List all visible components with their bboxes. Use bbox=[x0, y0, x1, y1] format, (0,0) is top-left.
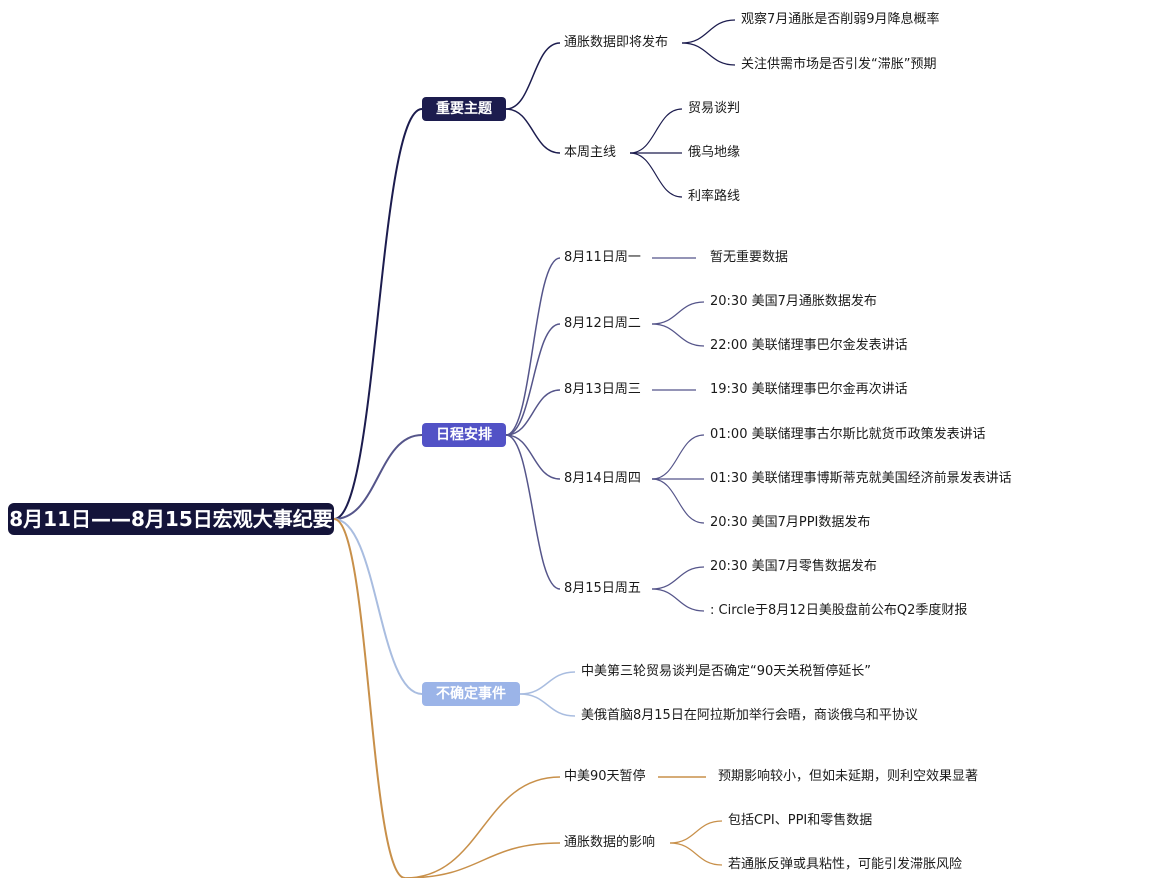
schedule-item[interactable]: 20:30 美国7月通胀数据发布 bbox=[710, 294, 877, 309]
impact-detail[interactable]: 包括CPI、PPI和零售数据 bbox=[728, 813, 873, 828]
impact-us-china-pause[interactable]: 中美90天暂停 bbox=[564, 769, 646, 784]
theme-inflation-detail-1[interactable]: 观察7月通胀是否削弱9月降息概率 bbox=[741, 12, 940, 27]
connector-topic-child bbox=[519, 671, 576, 695]
schedule-item[interactable]: 20:30 美国7月零售数据发布 bbox=[710, 559, 877, 574]
connector-leaf bbox=[681, 19, 736, 44]
schedule-item[interactable]: 20:30 美国7月PPI数据发布 bbox=[710, 515, 871, 530]
main-line-trade[interactable]: 贸易谈判 bbox=[688, 101, 741, 116]
connector-leaf bbox=[651, 434, 705, 480]
connector-topic-child bbox=[505, 257, 561, 436]
schedule-item[interactable]: 22:00 美联储理事巴尔金发表讲话 bbox=[710, 338, 908, 353]
main-line-geopolitics[interactable]: 俄乌地缘 bbox=[688, 145, 741, 160]
connector-topic-child bbox=[404, 776, 561, 878]
connector-leaf bbox=[629, 152, 683, 198]
connector-topic-child bbox=[505, 42, 561, 110]
schedule-day-tue[interactable]: 8月12日周二 bbox=[564, 316, 641, 331]
connector-leaf bbox=[651, 323, 705, 347]
connector-topic-child bbox=[505, 108, 561, 154]
impact-inflation-data[interactable]: 通胀数据的影响 bbox=[564, 835, 656, 850]
connector-leaf bbox=[651, 478, 705, 524]
connector-root-topic bbox=[333, 518, 406, 878]
schedule-item[interactable]: : Circle于8月12日美股盘前公布Q2季度财报 bbox=[710, 603, 968, 618]
connector-leaf bbox=[651, 588, 705, 612]
schedule-day-wed[interactable]: 8月13日周三 bbox=[564, 382, 641, 397]
connector-topic-child bbox=[519, 693, 576, 717]
schedule-day-fri[interactable]: 8月15日周五 bbox=[564, 581, 641, 596]
theme-inflation-detail-2[interactable]: 关注供需市场是否引发“滞胀”预期 bbox=[741, 57, 937, 72]
connector-topic-child bbox=[505, 434, 561, 480]
schedule-day-thu[interactable]: 8月14日周四 bbox=[564, 471, 641, 486]
uncertain-event-summit[interactable]: 美俄首脑8月15日在阿拉斯加举行会晤，商谈俄乌和平协议 bbox=[581, 708, 918, 723]
connector-leaf bbox=[669, 842, 723, 866]
schedule-day-mon[interactable]: 8月11日周一 bbox=[564, 250, 641, 265]
schedule-item[interactable]: 暂无重要数据 bbox=[710, 250, 789, 265]
connector-leaf bbox=[651, 301, 705, 325]
connector-leaf bbox=[681, 42, 736, 66]
connector-topic-child bbox=[505, 434, 561, 590]
connector-topic-child bbox=[505, 389, 561, 436]
theme-weekly-main-line[interactable]: 本周主线 bbox=[564, 145, 617, 160]
connector-root-topic bbox=[333, 108, 423, 520]
connector-leaf bbox=[629, 108, 683, 154]
connector-topic-child bbox=[505, 323, 561, 436]
schedule-item[interactable]: 01:00 美联储理事古尔斯比就货币政策发表讲话 bbox=[710, 427, 986, 442]
impact-detail[interactable]: 预期影响较小，但如未延期，则利空效果显著 bbox=[718, 769, 979, 784]
main-line-rates[interactable]: 利率路线 bbox=[688, 189, 741, 204]
connector-root-topic bbox=[333, 434, 423, 520]
topic-important-themes[interactable]: 重要主题 bbox=[422, 97, 506, 121]
topic-schedule[interactable]: 日程安排 bbox=[422, 423, 506, 447]
schedule-item[interactable]: 19:30 美联储理事巴尔金再次讲话 bbox=[710, 382, 908, 397]
root-node[interactable]: 8月11日——8月15日宏观大事纪要 bbox=[8, 503, 334, 535]
connector-leaf bbox=[651, 566, 705, 590]
impact-detail[interactable]: 若通胀反弹或具粘性，可能引发滞胀风险 bbox=[728, 857, 963, 872]
schedule-item[interactable]: 01:30 美联储理事博斯蒂克就美国经济前景发表讲话 bbox=[710, 471, 1012, 486]
connector-leaf bbox=[669, 820, 723, 844]
connector-root-topic bbox=[333, 518, 423, 695]
topic-uncertain-events[interactable]: 不确定事件 bbox=[422, 682, 520, 706]
connector-topic-child bbox=[404, 842, 561, 878]
theme-inflation-data[interactable]: 通胀数据即将发布 bbox=[564, 35, 669, 50]
uncertain-event-trade-talks[interactable]: 中美第三轮贸易谈判是否确定“90天关税暂停延长” bbox=[581, 664, 872, 679]
